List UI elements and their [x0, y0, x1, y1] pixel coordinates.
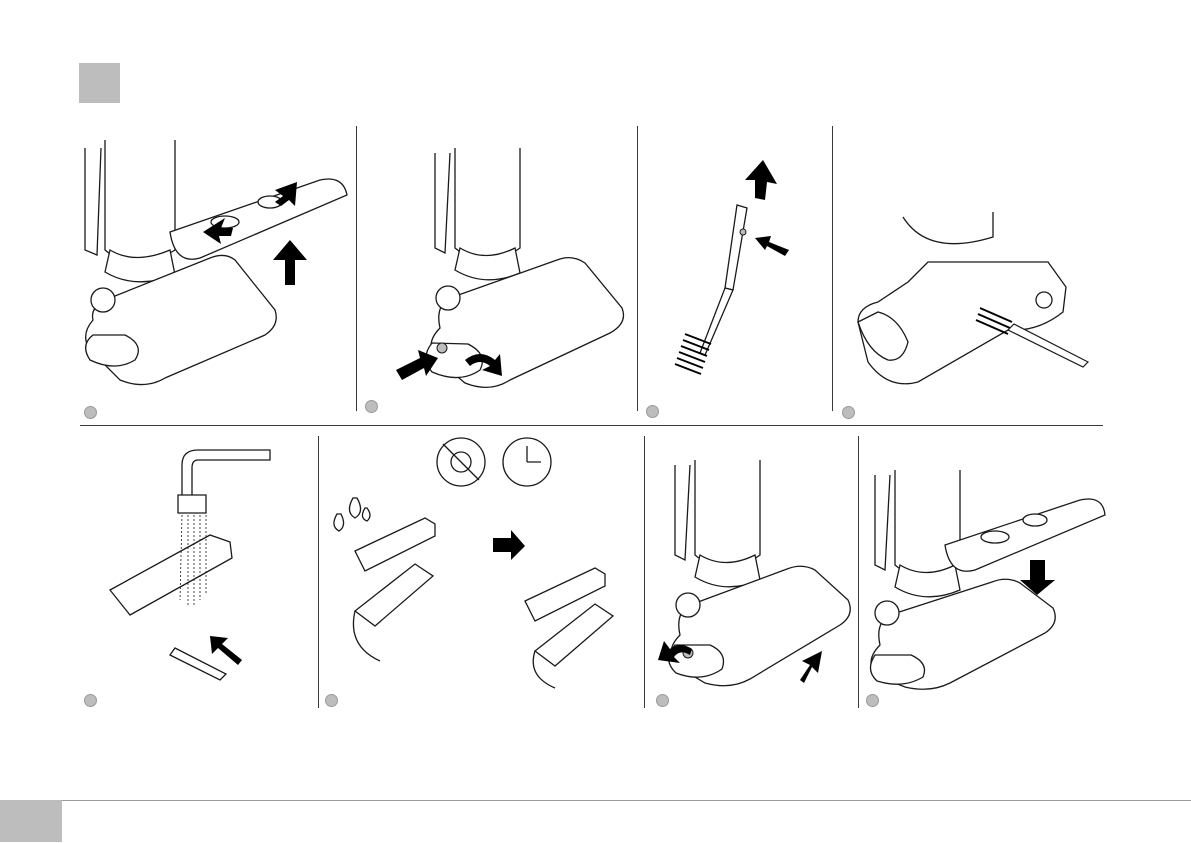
- roller-end: [86, 335, 139, 366]
- step-6-illustration: [325, 436, 640, 696]
- step-1-illustration: [75, 140, 355, 400]
- water-drops-icon: [334, 498, 370, 531]
- page-number-tab: [0, 800, 62, 842]
- step-8-illustration: [865, 465, 1105, 690]
- arrow-up-icon: [745, 160, 777, 200]
- arrow-icon: [210, 636, 242, 665]
- step-marker-3: [646, 405, 659, 418]
- step-marker-2: [365, 400, 378, 413]
- step-marker-5: [84, 694, 97, 707]
- roller-release-button: [437, 343, 447, 353]
- arrow-icon: [800, 651, 822, 683]
- step-marker-1: [84, 406, 97, 419]
- handle-tube: [85, 148, 101, 255]
- step-5-illustration: [100, 440, 290, 695]
- footer-bar: [0, 800, 1191, 843]
- row-divider: [80, 425, 1103, 426]
- section-marker: [79, 63, 120, 103]
- lid-cover: [945, 499, 1105, 571]
- step-3-illustration: [645, 150, 825, 390]
- wheel: [91, 288, 115, 312]
- arrow-up-icon: [273, 240, 307, 285]
- step-marker-8: [866, 694, 879, 707]
- faucet-icon: [182, 450, 270, 495]
- arrow-right-icon: [493, 530, 525, 560]
- panel-divider: [858, 436, 859, 708]
- nozzle: [110, 535, 232, 615]
- step-7-illustration: [650, 455, 855, 690]
- lid-cover: [170, 179, 347, 259]
- vacuum-body: [105, 140, 175, 263]
- panel-divider: [318, 436, 319, 708]
- arrow-icon: [755, 236, 789, 256]
- nozzle-wet: [355, 518, 435, 571]
- panel-divider: [637, 126, 638, 411]
- panel-divider: [644, 436, 645, 708]
- panel-divider: [356, 126, 357, 411]
- tool-handle: [700, 288, 733, 355]
- step-2-illustration: [360, 148, 635, 398]
- step-marker-4: [842, 406, 855, 419]
- roller-strip: [170, 648, 226, 680]
- tool-body: [725, 205, 747, 290]
- step-4-illustration: [848, 212, 1098, 392]
- panel-divider: [832, 126, 833, 411]
- roller-wet: [355, 564, 433, 626]
- step-marker-7: [656, 694, 669, 707]
